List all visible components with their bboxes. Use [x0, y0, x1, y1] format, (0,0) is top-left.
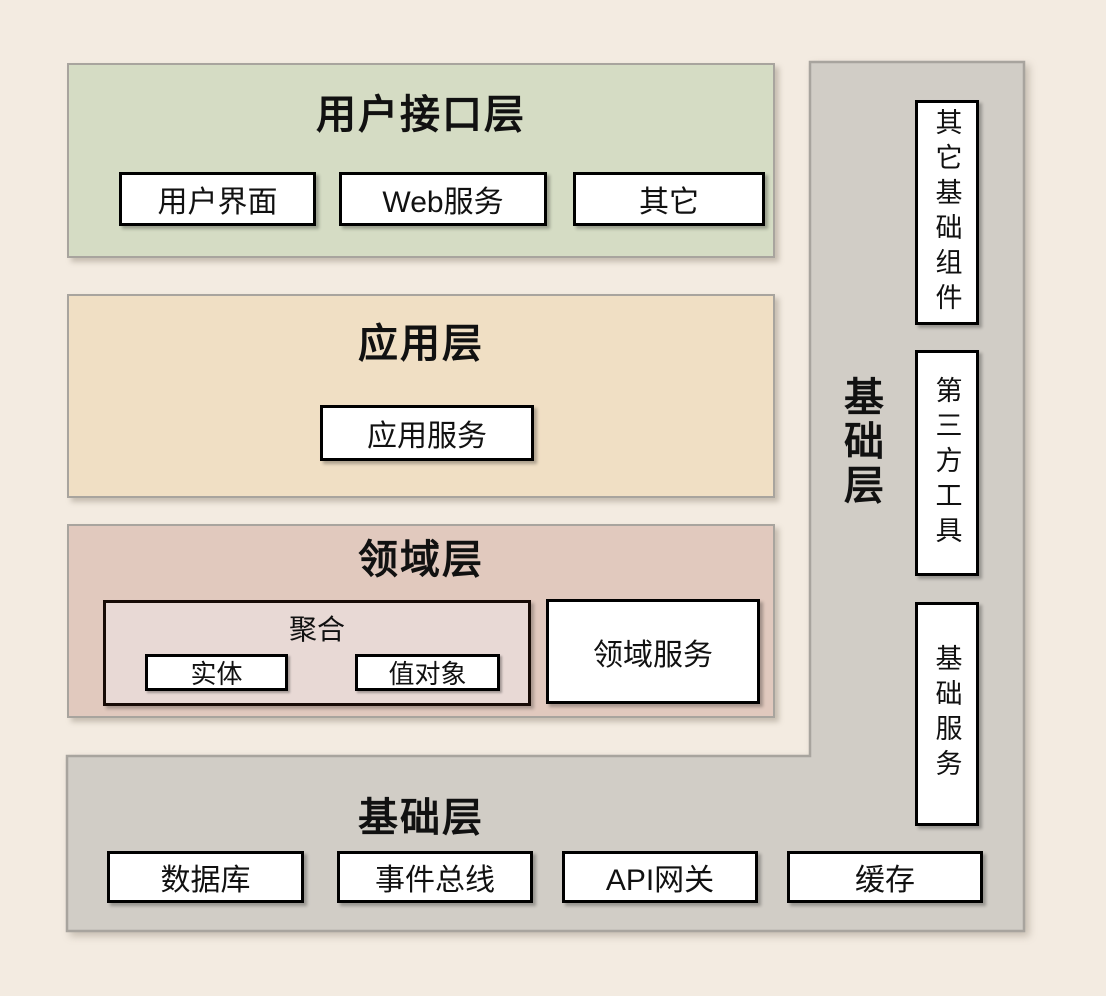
application-layer-title: 应用层	[358, 322, 484, 366]
box-domain-service: 领域服务	[546, 599, 760, 704]
domain-layer-title: 领域层	[358, 538, 484, 582]
box-database: 数据库	[107, 851, 304, 903]
box-application-service: 应用服务	[320, 405, 534, 461]
user-interface-layer: 用户接口层 用户界面 Web服务 其它	[67, 63, 775, 258]
box-api-gateway: API网关	[562, 851, 758, 903]
box-value-object: 值对象	[355, 654, 500, 691]
domain-layer: 领域层 聚合 实体 值对象 领域服务	[67, 524, 775, 718]
box-user-interface: 用户界面	[119, 172, 316, 226]
user-interface-layer-title: 用户接口层	[316, 93, 526, 137]
box-event-bus: 事件总线	[337, 851, 533, 903]
infrastructure-layer-bottom-title: 基础层	[358, 796, 484, 840]
box-other-base-components: 其它基础组件	[915, 100, 979, 325]
infrastructure-layer-side-title: 基础层	[838, 376, 882, 508]
box-web-service: Web服务	[339, 172, 547, 226]
box-base-services: 基础服务	[915, 602, 979, 826]
application-layer: 应用层 应用服务	[67, 294, 775, 498]
box-cache: 缓存	[787, 851, 983, 903]
box-entity: 实体	[145, 654, 288, 691]
box-other: 其它	[573, 172, 765, 226]
aggregate-group: 聚合 实体 值对象	[103, 600, 531, 706]
aggregate-label: 聚合	[288, 614, 345, 645]
box-third-party-tools: 第三方工具	[915, 350, 979, 576]
